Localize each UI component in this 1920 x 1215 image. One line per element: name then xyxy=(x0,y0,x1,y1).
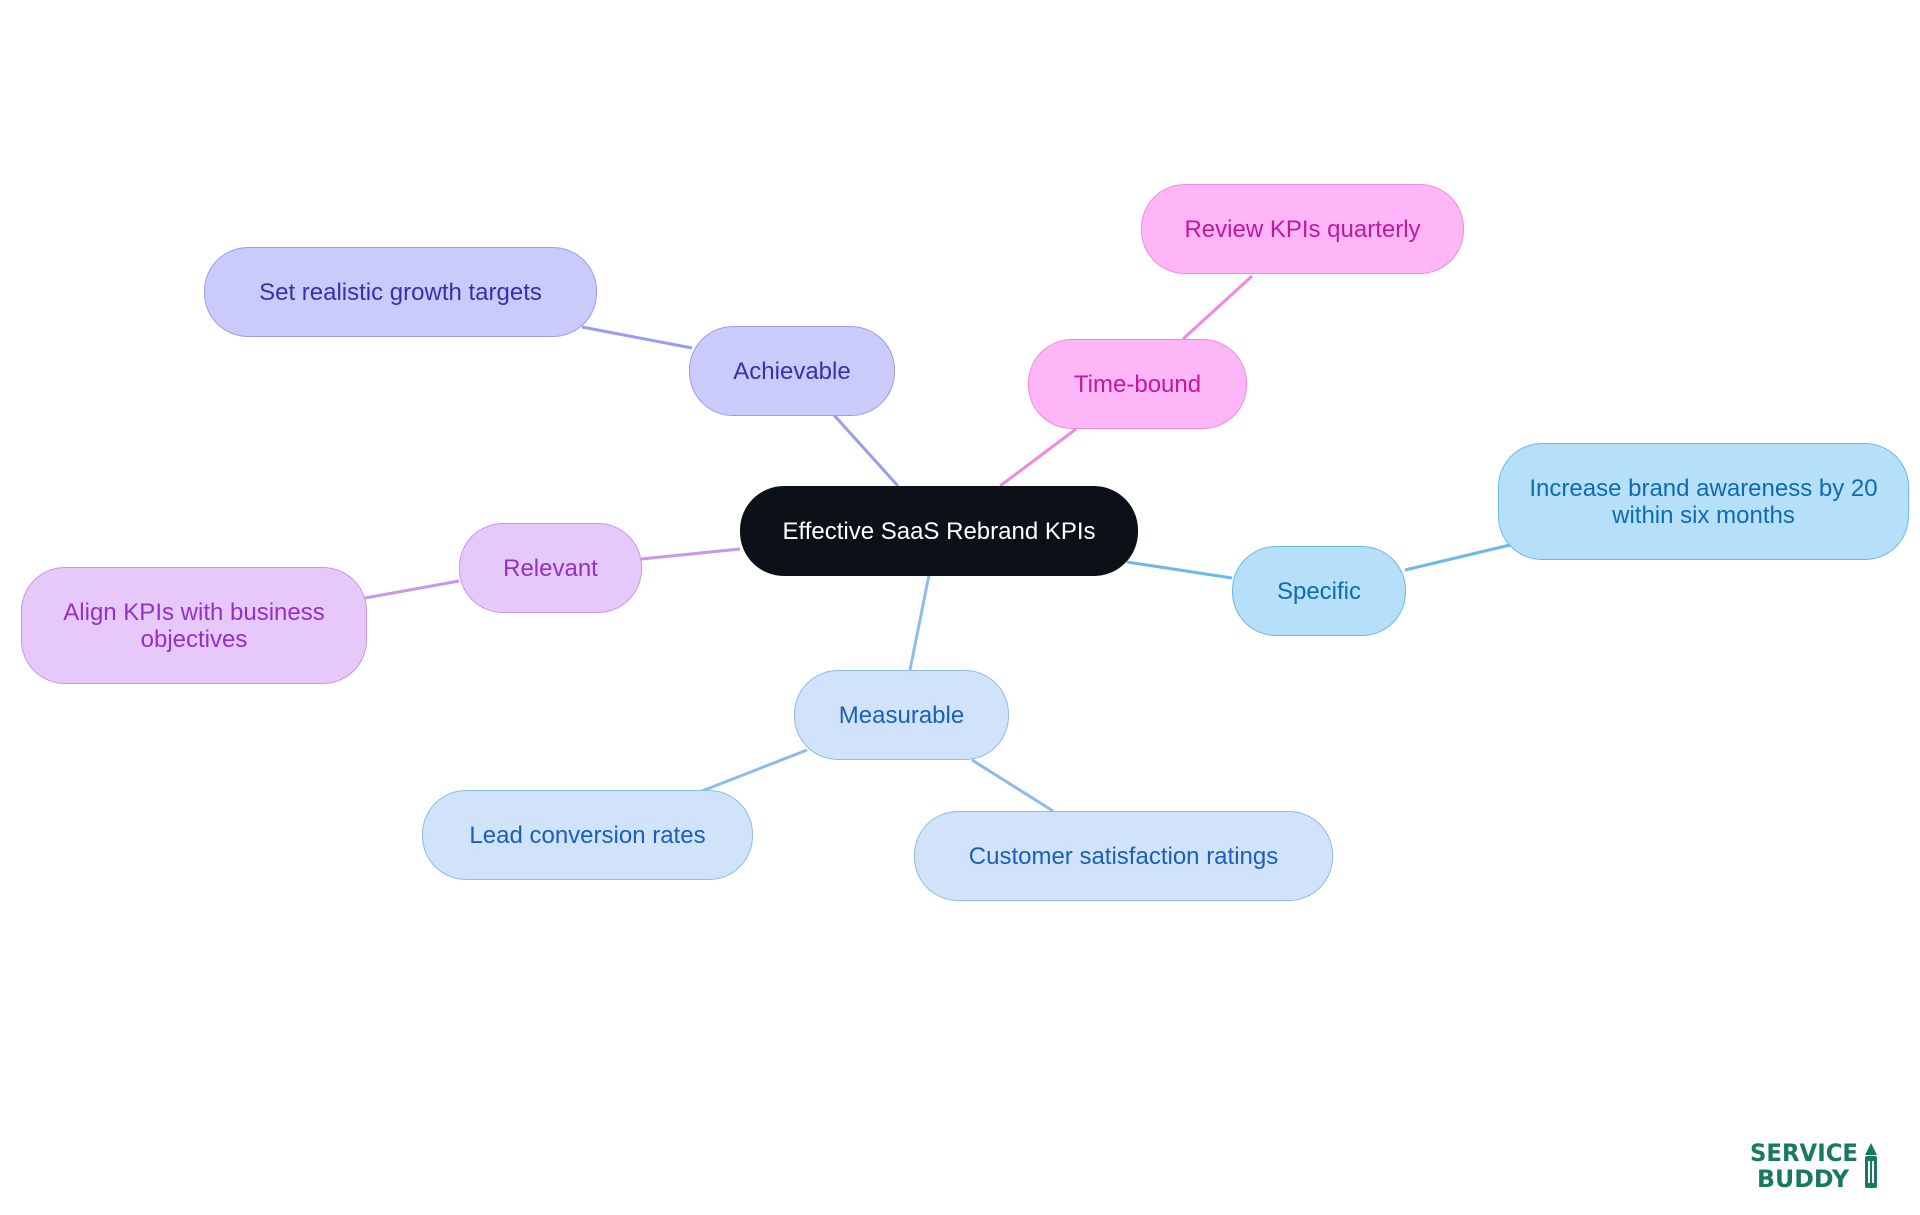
edge-measurable-lead xyxy=(701,748,808,793)
center-node: Effective SaaS Rebrand KPIs xyxy=(740,486,1138,576)
edge-achievable-growth xyxy=(581,325,693,350)
node-measurable: Measurable xyxy=(794,670,1009,760)
node-time-bound: Time-bound xyxy=(1028,339,1247,429)
logo-line1: SERVICE xyxy=(1750,1139,1858,1167)
edge-center-timebound xyxy=(999,427,1077,488)
node-relevant: Relevant xyxy=(459,523,642,613)
service-buddy-logo: SERVICE BUDDY xyxy=(1750,1139,1877,1193)
node-set-realistic-growth-targets: Set realistic growth targets xyxy=(204,247,597,337)
node-align-kpis-with-business-objectives: Align KPIs with business objectives xyxy=(21,567,367,684)
node-increase-brand-awareness: Increase brand awareness by 20 within si… xyxy=(1498,443,1909,560)
edge-center-relevant xyxy=(640,547,741,561)
edge-relevant-align xyxy=(364,579,460,600)
edge-timebound-review xyxy=(1181,274,1254,341)
pencil-icon xyxy=(1865,1143,1877,1188)
edge-specific-awareness xyxy=(1404,543,1511,572)
node-customer-satisfaction-ratings: Customer satisfaction ratings xyxy=(914,811,1333,901)
edge-center-achievable xyxy=(831,412,900,488)
node-review-kpis-quarterly: Review KPIs quarterly xyxy=(1141,184,1464,274)
node-achievable: Achievable xyxy=(689,326,895,416)
node-lead-conversion-rates: Lead conversion rates xyxy=(422,790,753,880)
edge-center-specific xyxy=(1126,560,1233,580)
edge-center-measurable xyxy=(908,574,931,671)
node-specific: Specific xyxy=(1232,546,1406,636)
edge-measurable-customer xyxy=(971,758,1054,813)
logo-line2: BUDDY xyxy=(1757,1165,1850,1193)
